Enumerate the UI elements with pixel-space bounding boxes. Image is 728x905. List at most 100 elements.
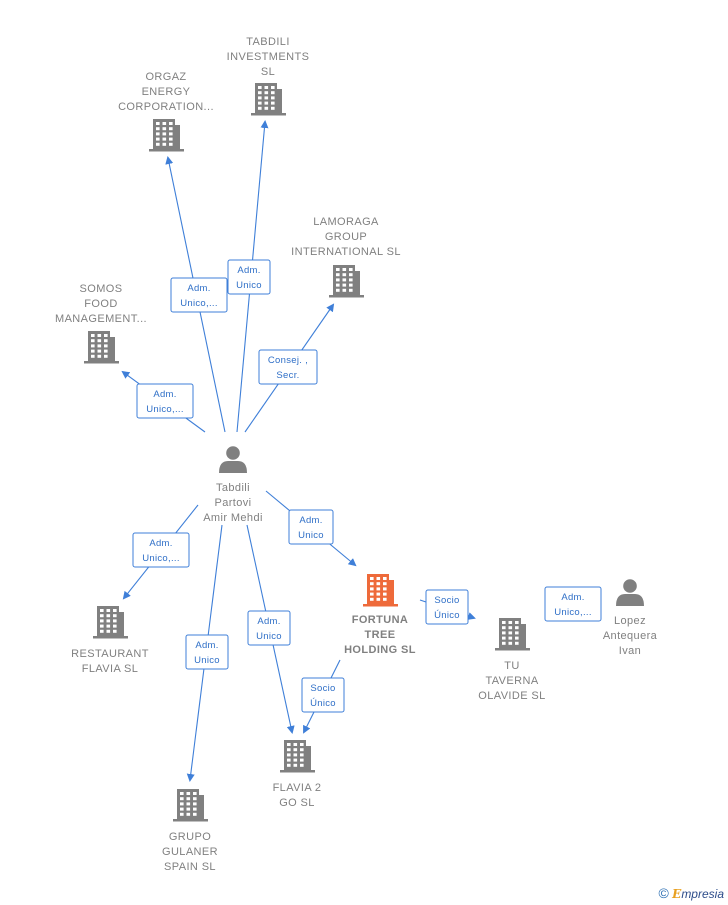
node-label: GO SL [279,797,315,809]
edge-label-box [258,349,318,385]
building-icon [329,265,364,298]
edge-label-text: Unico [236,280,262,291]
building-icon [149,119,184,152]
edge-label-text: Consej. , [268,355,308,366]
edge-label[interactable]: Adm. Unico [247,610,291,646]
brand-name: mpresia [681,887,724,901]
edge-label-text: Adm. [561,592,584,603]
edge-label[interactable]: Adm. Unico [227,259,271,295]
edge-label[interactable]: Adm.Unico [288,509,334,545]
building-icon [84,331,119,364]
node-flavia2go[interactable]: FLAVIA 2 GO SL [273,740,322,809]
edge-label[interactable]: Adm. Unico,... [136,383,194,419]
edge-label-box [301,677,345,713]
edge-e-lopez: Adm.Unico,... [544,586,602,622]
edge-label-box [247,610,291,646]
node-label: Amir Mehdi [203,512,263,524]
edge-label-text: Adm. [299,515,322,526]
node-label: RESTAURANT [71,648,149,660]
node-tabdili-inv[interactable]: TABDILI INVESTMENTS SL [227,36,310,116]
copyright-icon: © [658,885,669,901]
person-icon [616,579,644,606]
node-somos[interactable]: SOMOS FOOD MANAGEMENT... [55,283,147,364]
node-label: Lopez [614,615,646,627]
edge-label-box [544,586,602,622]
edge-label-text: Adm. [195,640,218,651]
node-label: Tabdili [216,482,250,494]
edge-label-text: Adm. [187,283,210,294]
edge-e-fortuna: Adm.Unico [265,490,357,567]
node-label: FLAVIA 2 [273,782,322,794]
node-label: INVESTMENTS [227,51,310,63]
node-label: TU [504,660,519,672]
building-icon [280,740,315,773]
node-label: GROUP [325,231,367,243]
node-label: Antequera [603,630,658,642]
node-label: ORGAZ [145,71,186,83]
edge-label-text: Unico [194,655,220,666]
edge-e-tabdili-inv: Adm. Unico [227,120,271,433]
node-label: TABDILI [246,36,290,48]
node-label: SL [261,66,275,78]
edge-label-box [227,259,271,295]
edge-label-text: Unico,... [142,553,180,564]
node-label: ENERGY [142,86,191,98]
node-orgaz[interactable]: ORGAZ ENERGY CORPORATION... [118,71,214,152]
node-label: MANAGEMENT... [55,313,147,325]
edge-label-box [132,532,190,568]
edge-label-text: Unico,... [146,404,184,415]
brand-initial: E [672,887,682,901]
edge-label-text: Unico,... [180,298,218,309]
node-label: FORTUNA [352,614,409,626]
edge-label-box [288,509,334,545]
edge-label[interactable]: Consej. , Secr. [258,349,318,385]
edge-e-gulaner: Adm. Unico [185,524,229,782]
edge-label-text: Adm. [257,616,280,627]
node-label: FOOD [84,298,117,310]
edge-label-text: Único [434,610,460,621]
edge-label-text: Unico [256,631,282,642]
edge-label-text: Único [310,698,336,709]
edge-label-text: Adm. [149,538,172,549]
node-label: OLAVIDE SL [478,690,545,702]
building-icon [173,789,208,822]
edge-label-text: Adm. [153,389,176,400]
edge-label[interactable]: Adm. Unico,... [132,532,190,568]
edge-label-box [170,277,228,313]
node-label: INTERNATIONAL SL [291,246,401,258]
edge-label-text: Secr. [276,370,299,381]
node-label: Ivan [619,645,641,657]
node-label: SPAIN SL [164,861,216,873]
node-label: HOLDING SL [344,644,416,656]
edge-e-restaurant: Adm. Unico,... [122,504,199,600]
edge-e-orgaz: Adm. Unico,... [165,156,228,433]
edge-label-box [425,589,469,625]
edge-e-flavia-direct: Adm. Unico [246,524,295,734]
edge-label-box [136,383,194,419]
building-icon [93,606,128,639]
edge-label[interactable]: Adm. Unico [185,634,229,670]
building-icon [251,83,286,116]
edge-label-text: Socio [310,683,335,694]
node-label: SOMOS [80,283,123,295]
edge-label-text: Adm. [237,265,260,276]
node-label: CORPORATION... [118,101,214,113]
edge-label[interactable]: Adm. Unico,... [170,277,228,313]
person-icon [219,446,247,473]
edge-e-lamoraga: Consej. , Secr. [244,303,335,433]
edge-label[interactable]: Adm.Unico,... [544,586,602,622]
